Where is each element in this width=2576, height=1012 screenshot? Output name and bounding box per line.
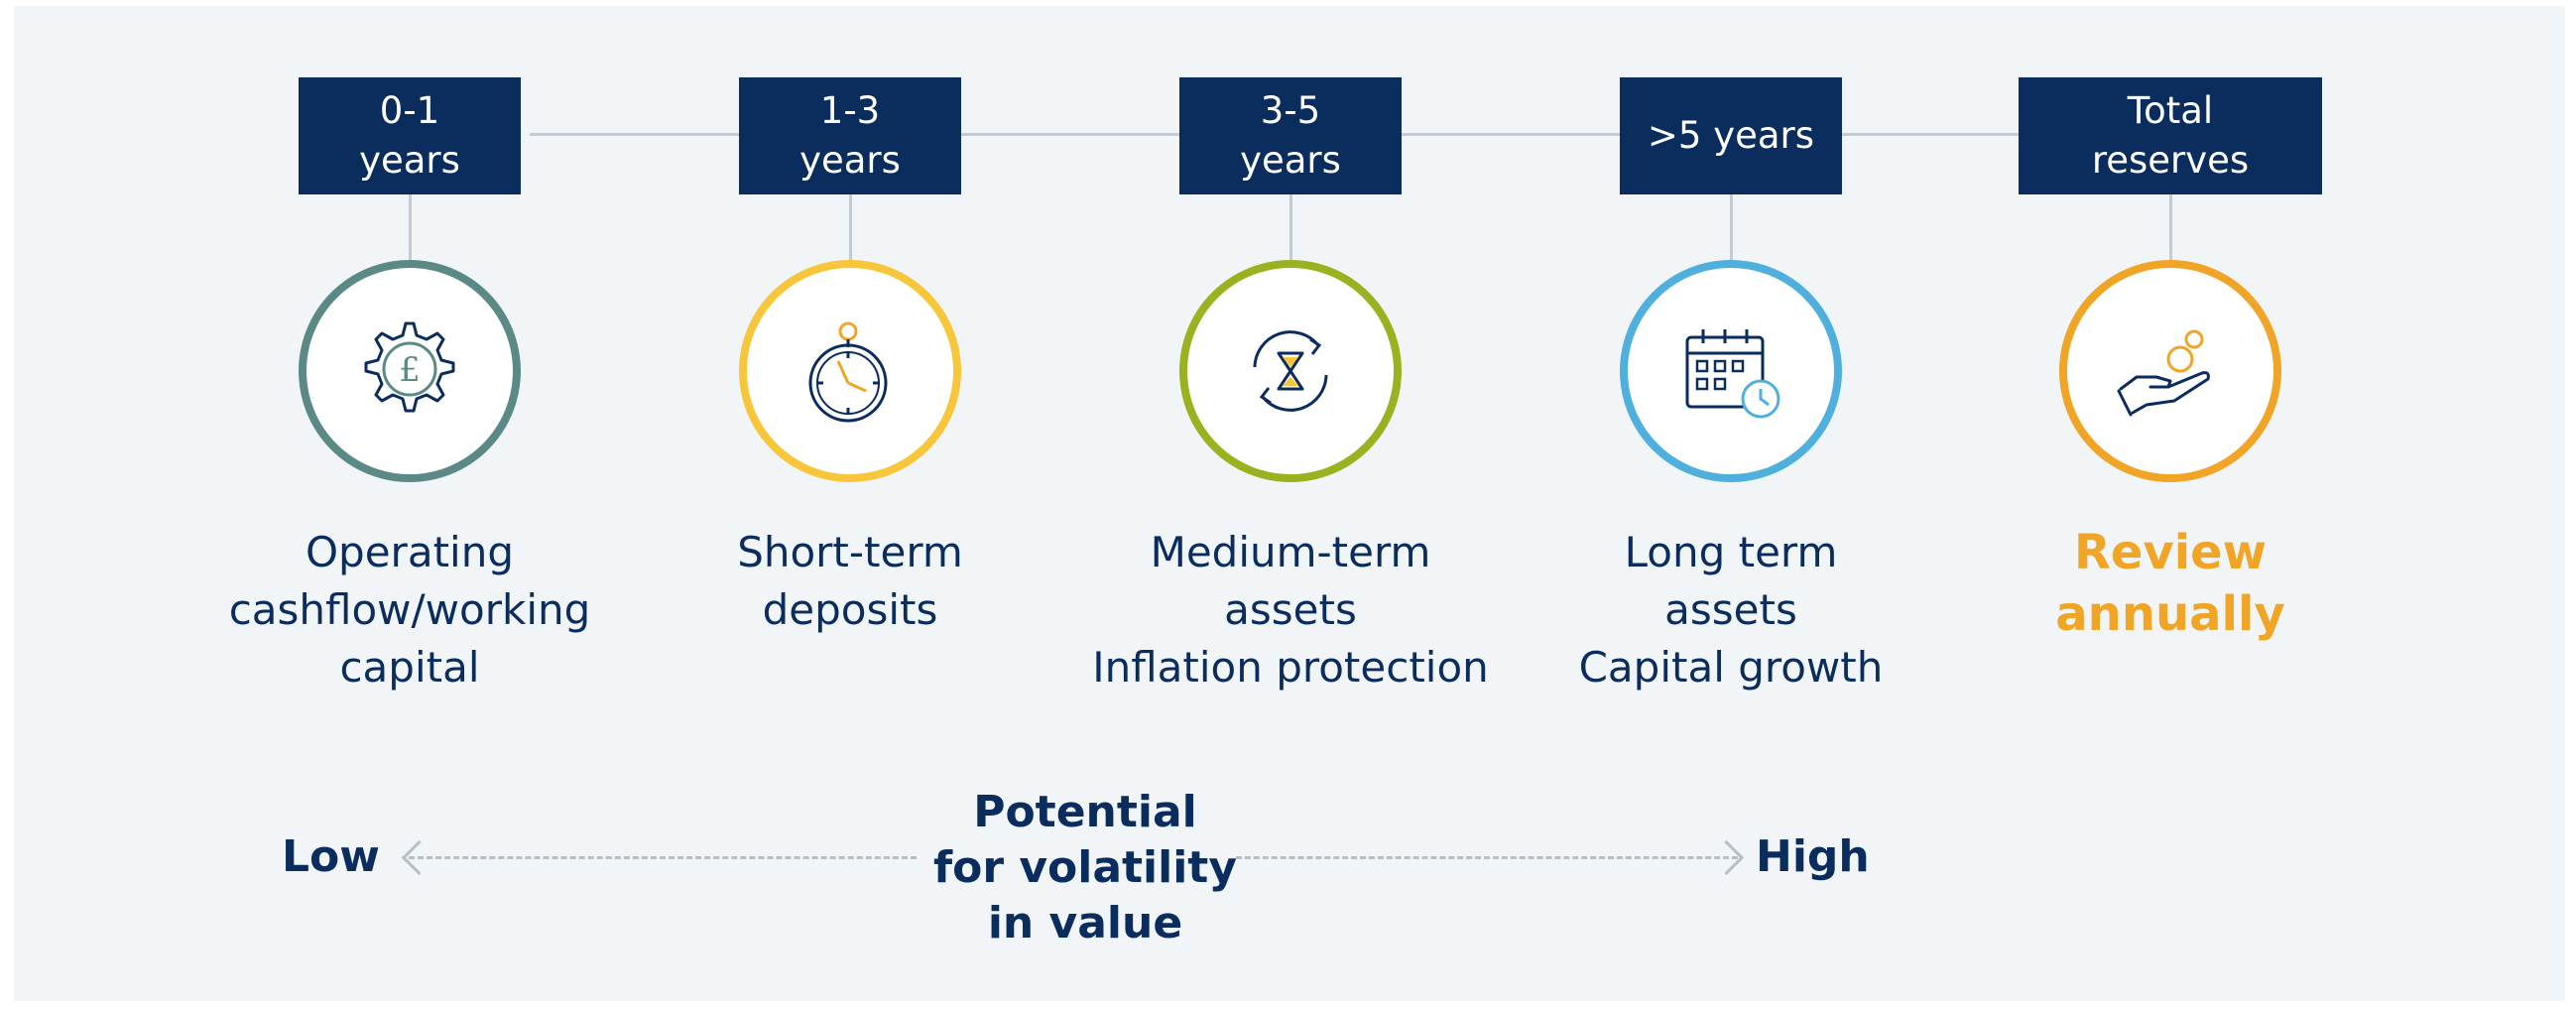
- stage-caption: Medium-term assets Inflation protection: [1052, 524, 1529, 696]
- caption-line: Inflation protection: [1092, 643, 1489, 692]
- scale-center-label: Potential for volatility in value: [907, 785, 1264, 951]
- arrow-right-icon: [1708, 839, 1745, 876]
- connector: [1729, 194, 1733, 260]
- period-label-line1: Total: [2127, 89, 2214, 132]
- scale-low-label: Low: [282, 831, 380, 882]
- period-box: >5 years: [1620, 77, 1842, 194]
- caption-line: assets: [1224, 585, 1357, 634]
- caption-line: Medium-term: [1150, 528, 1431, 576]
- calendar-clock-icon: [1685, 329, 1780, 419]
- caption-line: cashflow/working: [228, 585, 591, 634]
- center-line: for volatility: [932, 842, 1238, 893]
- connector: [408, 194, 412, 260]
- period-label-line1: >5 years: [1647, 114, 1815, 157]
- caption-line: Short-term: [737, 528, 963, 576]
- caption-line: Operating: [306, 528, 514, 576]
- caption-line: Review: [2073, 525, 2268, 580]
- diagram-panel: 0-1 years £ Operating cashflow/working c…: [14, 6, 2565, 1001]
- connector: [1288, 194, 1292, 260]
- caption-line: Long term: [1624, 528, 1838, 576]
- period-box: 1-3 years: [739, 77, 961, 194]
- period-label-line2: years: [799, 139, 901, 182]
- period-label-line2: reserves: [2091, 139, 2250, 182]
- period-label-line1: 1-3: [819, 89, 881, 132]
- icon-circle: [1620, 260, 1842, 482]
- stage-caption: Operating cashflow/working capital: [172, 524, 648, 696]
- icon-circle: [739, 260, 961, 482]
- caption-line: capital: [339, 643, 480, 692]
- scale-line-left: [409, 856, 917, 859]
- stopwatch-icon: [808, 321, 888, 423]
- hourglass-cycle-icon: [1253, 330, 1328, 412]
- gear-pound-icon: £: [364, 321, 455, 413]
- period-label-line1: 3-5: [1260, 89, 1321, 132]
- hand-coins-icon: [2117, 329, 2210, 417]
- center-line: in value: [987, 898, 1183, 949]
- connector: [848, 194, 852, 260]
- connector: [2168, 194, 2172, 260]
- caption-line: deposits: [762, 585, 938, 634]
- icon-circle: [1179, 260, 1402, 482]
- scale-line-right: [1236, 856, 1738, 859]
- period-box: 3-5 years: [1179, 77, 1402, 194]
- icon-circle: [2059, 260, 2281, 482]
- period-label-line2: years: [1240, 139, 1341, 182]
- period-box: Total reserves: [2019, 77, 2322, 194]
- caption-line: assets: [1664, 585, 1797, 634]
- center-line: Potential: [973, 787, 1197, 837]
- stage-caption: Long term assets Capital growth: [1493, 524, 1969, 696]
- caption-line: Capital growth: [1578, 643, 1884, 692]
- period-label-line1: 0-1: [379, 89, 440, 132]
- svg-text:£: £: [399, 350, 421, 390]
- period-label-line2: years: [359, 139, 460, 182]
- scale-high-label: High: [1756, 831, 1870, 882]
- stage-caption-highlight: Review annually: [1932, 522, 2408, 645]
- icon-circle: £: [299, 260, 521, 482]
- caption-line: annually: [2055, 586, 2285, 642]
- stage-caption: Short-term deposits: [612, 524, 1088, 639]
- period-box: 0-1 years: [299, 77, 521, 194]
